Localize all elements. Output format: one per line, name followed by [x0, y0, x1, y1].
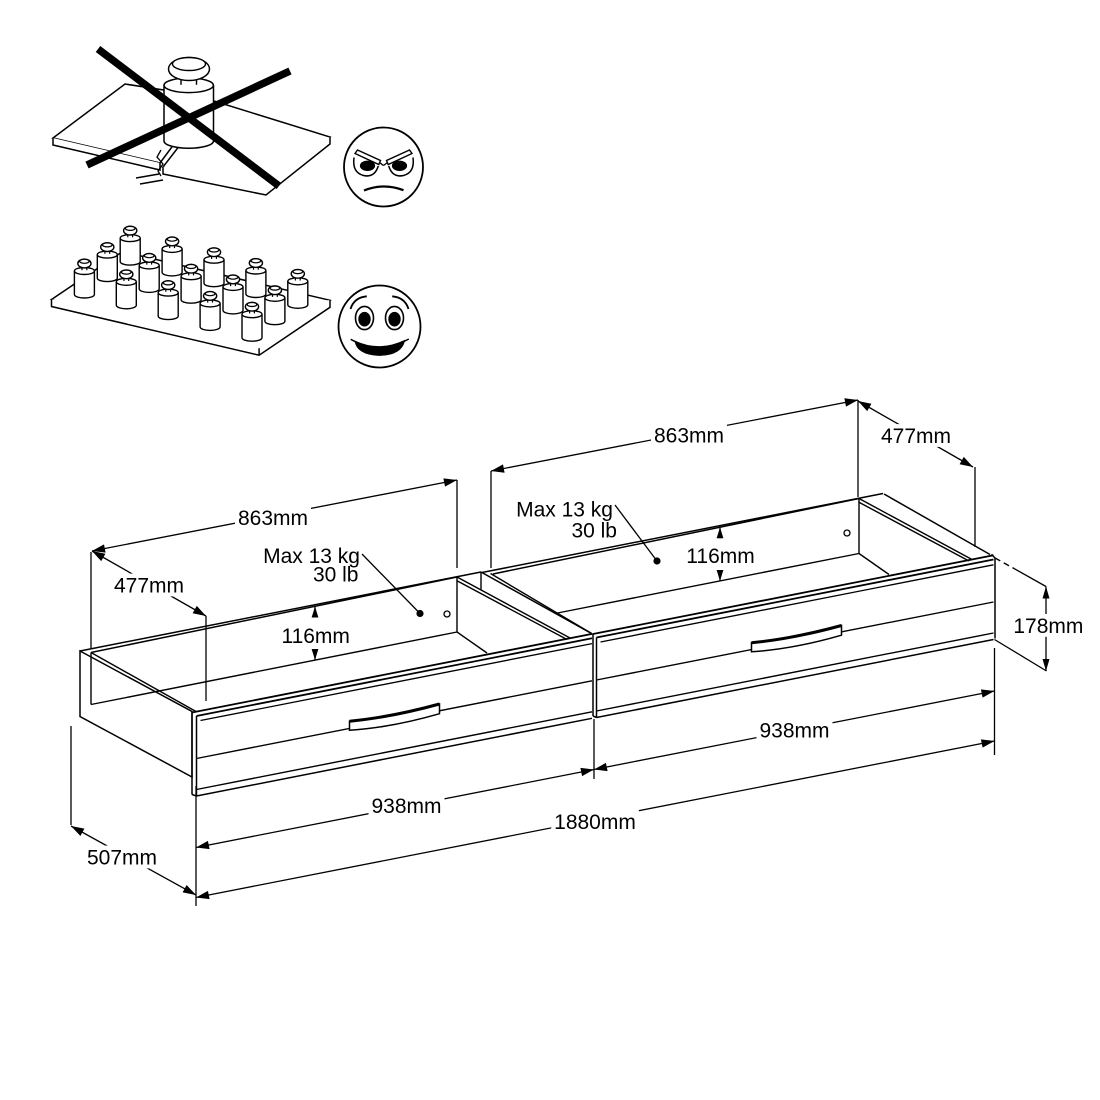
svg-text:30 lb: 30 lb — [571, 520, 617, 543]
svg-text:938mm: 938mm — [371, 795, 441, 818]
svg-text:863mm: 863mm — [238, 507, 308, 530]
svg-text:863mm: 863mm — [654, 425, 724, 448]
svg-text:Max 13 kg: Max 13 kg — [516, 499, 613, 522]
svg-text:938mm: 938mm — [759, 720, 829, 743]
svg-text:Max 13 kg: Max 13 kg — [263, 545, 360, 568]
svg-text:1880mm: 1880mm — [554, 811, 636, 834]
svg-text:116mm: 116mm — [686, 545, 754, 568]
svg-text:30 lb: 30 lb — [313, 564, 359, 587]
svg-text:116mm: 116mm — [281, 625, 349, 648]
svg-text:477mm: 477mm — [881, 425, 951, 448]
svg-text:178mm: 178mm — [1013, 615, 1083, 638]
svg-text:507mm: 507mm — [87, 847, 157, 870]
svg-text:477mm: 477mm — [114, 575, 184, 598]
